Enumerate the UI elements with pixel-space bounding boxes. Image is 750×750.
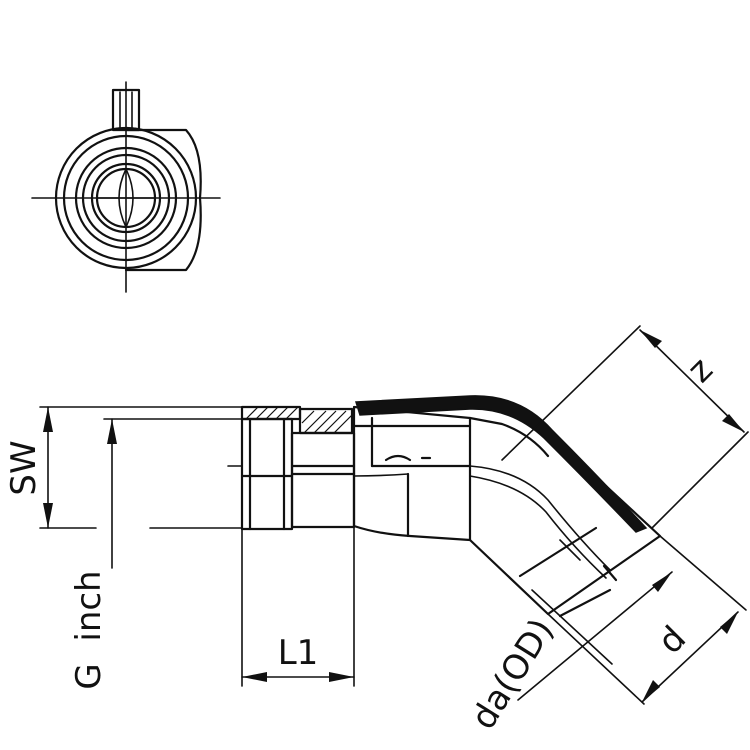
- nut-hatching: [245, 406, 299, 420]
- da-od-dimension-line: [517, 571, 673, 701]
- g-inch-label: G inch: [69, 570, 109, 689]
- socket-body: [352, 405, 472, 542]
- sw-label: SW: [4, 440, 44, 495]
- end-view: [31, 81, 221, 293]
- da-od-label: da(OD): [463, 612, 562, 737]
- z-label: z: [680, 350, 721, 391]
- angled-socket: [468, 484, 662, 616]
- side-view: [149, 395, 662, 618]
- elbow-outer-wall: [355, 395, 648, 533]
- l1-label: L1: [278, 633, 319, 673]
- insert: [290, 431, 356, 529]
- d-label: d: [650, 618, 694, 662]
- insert-hatching: [301, 410, 353, 434]
- z-dimension-line: [639, 329, 745, 433]
- end-view-outer-ring: [54, 126, 198, 270]
- end-view-hex-outline: [124, 128, 202, 272]
